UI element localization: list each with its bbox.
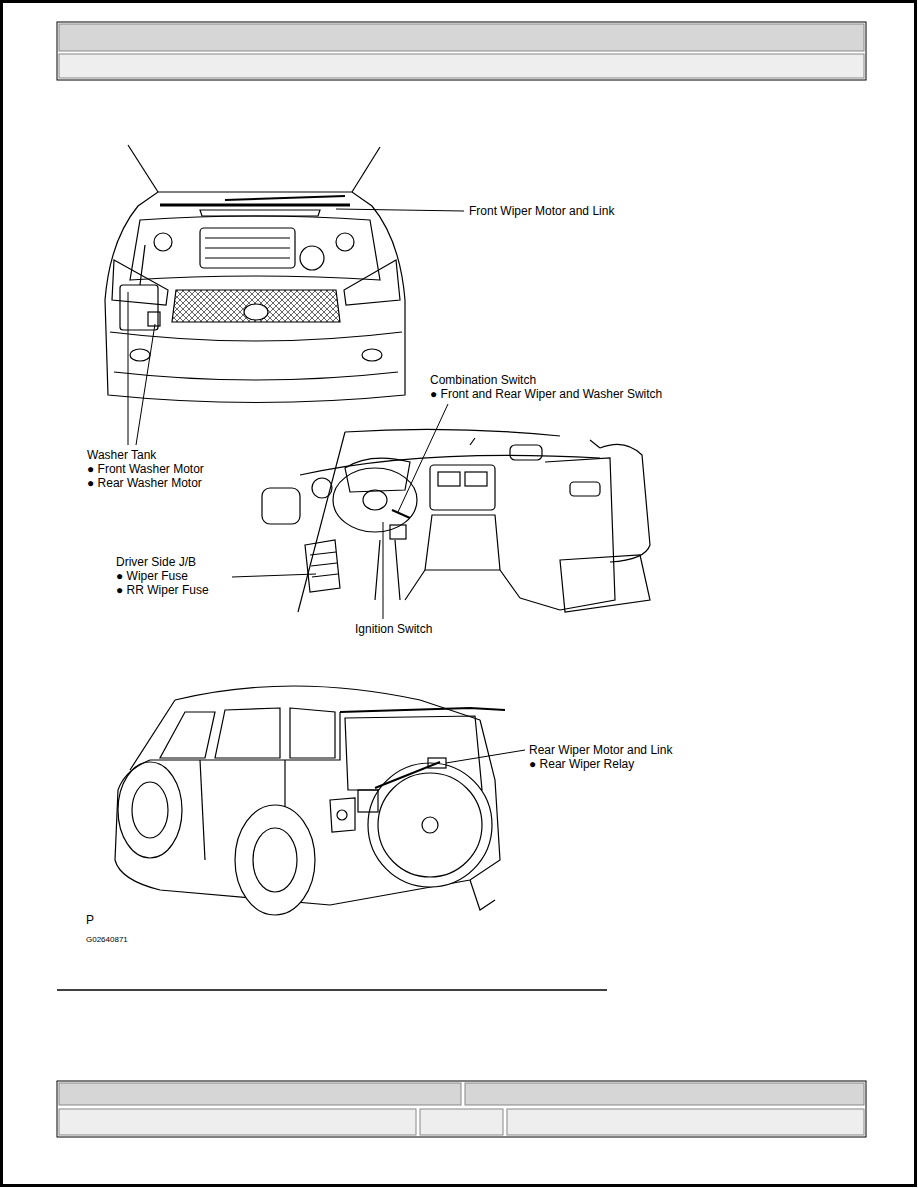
leader-line — [128, 292, 129, 445]
figure-code: G02640871 — [86, 935, 128, 945]
header-bars — [57, 22, 866, 80]
leader-line — [383, 522, 384, 619]
part-label: ● Front Washer Motor — [87, 462, 204, 476]
part-label: ● RR Wiper Fuse — [116, 583, 209, 597]
part-label: ● Rear Wiper Relay — [529, 757, 634, 771]
part-label: Ignition Switch — [355, 622, 432, 636]
rear-view-vehicle — [115, 686, 505, 915]
part-label: ● Front and Rear Wiper and Washer Switch — [430, 387, 662, 401]
leader-line — [336, 209, 464, 211]
part-label: ● Wiper Fuse — [116, 569, 188, 583]
leader-line — [446, 750, 525, 763]
interior-view — [262, 429, 650, 612]
part-label: Combination Switch — [430, 373, 536, 387]
part-label: Driver Side J/B — [116, 555, 196, 569]
part-label: Rear Wiper Motor and Link — [529, 743, 672, 757]
leader-line — [398, 404, 448, 512]
figure-code: P — [86, 913, 94, 927]
part-label: Washer Tank — [87, 448, 156, 462]
front-view-vehicle — [105, 145, 405, 403]
part-label: ● Rear Washer Motor — [87, 476, 202, 490]
part-label: Front Wiper Motor and Link — [469, 204, 614, 218]
separator-line — [57, 989, 607, 991]
footer-bars — [57, 1081, 866, 1137]
leader-line — [232, 574, 316, 577]
leader-line — [136, 324, 155, 445]
